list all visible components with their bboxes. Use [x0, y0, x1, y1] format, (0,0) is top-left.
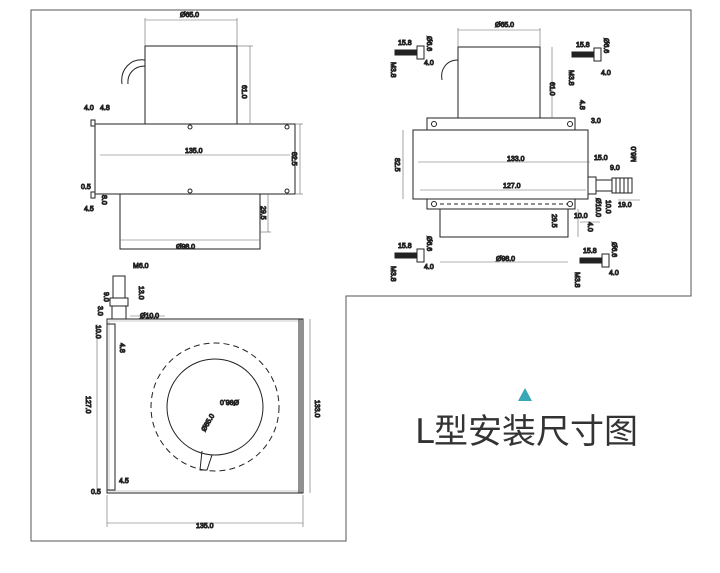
side-dim-m6: M6.0: [631, 146, 638, 162]
top-dim-127: 127.0: [84, 396, 91, 414]
side-bottom-cylinder: [439, 208, 569, 238]
side-hole: [431, 121, 437, 127]
svg-text:4.0: 4.0: [601, 70, 611, 77]
front-tab: [90, 191, 96, 199]
drawing-frame: [30, 9, 692, 542]
screw-detail: 15.8 Ø6.6 4.0 M3.8: [389, 36, 435, 79]
top-inner-circle: [166, 358, 264, 456]
front-dim-body-width: 135.0: [185, 148, 203, 155]
front-dim-body-height: 82.5: [290, 152, 297, 166]
top-dim-10: 10.0: [94, 325, 101, 339]
front-screw-hole: [187, 124, 193, 130]
side-dim-10b: 10.0: [604, 200, 611, 214]
top-dim-13: 13.0: [137, 286, 144, 300]
front-screw-hole: [284, 188, 290, 194]
side-view: Ø65.0 61.0 133.0 127.0 82.5 Ø98.0 29.5 3…: [393, 22, 640, 264]
side-hole: [567, 121, 573, 127]
svg-text:M3.8: M3.8: [389, 62, 396, 78]
top-right-strip: [298, 318, 304, 494]
svg-text:4.0: 4.0: [424, 264, 434, 271]
front-dim-top-height: 61.0: [240, 85, 247, 99]
front-dim-top-dia: Ø65.0: [180, 12, 199, 19]
top-view: M6.0 13.0 9.0 3.0 Ø10.0 10.0 4.8 127.0 1…: [84, 263, 321, 531]
top-dim-phi98: Ø98.0: [220, 398, 239, 405]
front-dim-d: 4.5: [84, 206, 94, 213]
side-top-cylinder: [457, 46, 541, 119]
side-flange-top: [426, 117, 576, 131]
front-bottom-cylinder: [119, 193, 261, 250]
svg-text:Ø6.6: Ø6.6: [425, 236, 432, 251]
side-dim-bottom-height: 29.5: [550, 214, 557, 228]
svg-text:4.0: 4.0: [609, 270, 619, 277]
side-dim-inner-width: 127.0: [503, 183, 521, 190]
svg-text:Ø6.6: Ø6.6: [610, 242, 617, 257]
side-cable: [441, 59, 459, 81]
side-dim-4-8: 4.8: [578, 100, 585, 110]
svg-text:15.8: 15.8: [398, 243, 412, 250]
top-dim-phi65: Ø65.0: [201, 413, 217, 433]
front-screw-hole: [284, 124, 290, 130]
side-hole: [431, 201, 437, 207]
top-dim-3: 3.0: [96, 306, 103, 316]
screw-detail: 15.8 Ø6.6 4.0 M3.8: [573, 242, 620, 289]
side-hole: [567, 201, 573, 207]
top-connector: [109, 275, 129, 320]
top-cable: [199, 450, 213, 471]
front-top-cylinder: [144, 45, 238, 125]
side-body: [412, 129, 589, 200]
top-dim-4-8: 4.8: [118, 343, 125, 353]
top-dim-m6: M6.0: [133, 263, 149, 270]
front-dim-c: 0.5: [81, 184, 91, 191]
side-dim-9: 9.0: [610, 165, 620, 172]
svg-text:15.8: 15.8: [583, 248, 597, 255]
top-dim-133: 133.0: [313, 400, 320, 418]
triangle-up-icon: [518, 388, 532, 401]
top-dim-9: 9.0: [102, 292, 109, 302]
side-dim-15: 15.0: [594, 155, 608, 162]
front-dim-bottom-dia: Ø98.0: [176, 244, 195, 251]
side-dim-top-dia: Ø65.0: [495, 22, 514, 29]
top-side-strip: [106, 323, 116, 491]
side-connector: [587, 176, 633, 195]
front-dim-bottom-height: 29.5: [259, 206, 266, 220]
side-dim-10: 10.0: [574, 213, 588, 220]
front-screw-hole: [187, 188, 193, 194]
top-plate: [106, 318, 302, 494]
side-dim-3: 3.0: [591, 118, 601, 125]
front-cable: [121, 59, 146, 85]
side-dim-bottom-dia: Ø98.0: [496, 256, 515, 263]
svg-text:Ø6.6: Ø6.6: [602, 38, 609, 53]
top-dim-0-5: 0.5: [91, 489, 101, 496]
top-dim-135: 135.0: [196, 523, 214, 530]
front-dim-a: 4.0: [84, 105, 94, 112]
top-dim-4-5: 4.5: [119, 478, 129, 485]
top-outer-circle: [150, 342, 280, 472]
front-view: Ø65.0 61.0 135.0 82.5 Ø98.0 29.5 4.0 4.8…: [81, 12, 303, 252]
side-dim-body-height: 82.5: [393, 158, 400, 172]
front-tab: [90, 119, 96, 127]
svg-text:M3.8: M3.8: [567, 70, 574, 86]
svg-text:M3.8: M3.8: [573, 272, 580, 288]
front-body: [94, 123, 296, 195]
top-dim-phi10: Ø10.0: [140, 313, 159, 320]
drawing-title: L型安装尺寸图: [415, 412, 638, 452]
side-dim-phi10: Ø10.0: [594, 198, 601, 217]
screw-detail: 15.8 Ø6.6 4.0 M3.8: [567, 38, 612, 87]
svg-text:15.8: 15.8: [398, 40, 412, 47]
side-dim-19: 19.0: [618, 202, 632, 209]
front-dim-b: 4.8: [100, 105, 110, 112]
side-dim-top-height: 61.0: [548, 82, 555, 96]
side-dim-body-width: 133.0: [507, 156, 525, 163]
svg-text:M3.8: M3.8: [389, 266, 396, 282]
svg-text:4.0: 4.0: [424, 60, 434, 67]
front-dim-e: 8.0: [100, 195, 107, 205]
screw-detail: 15.8 Ø6.6 4.0 M3.8: [389, 236, 435, 283]
svg-text:15.8: 15.8: [576, 42, 590, 49]
front-cable-2: [127, 65, 146, 85]
side-dim-4: 4.0: [586, 222, 593, 232]
svg-text:Ø6.6: Ø6.6: [425, 36, 432, 51]
